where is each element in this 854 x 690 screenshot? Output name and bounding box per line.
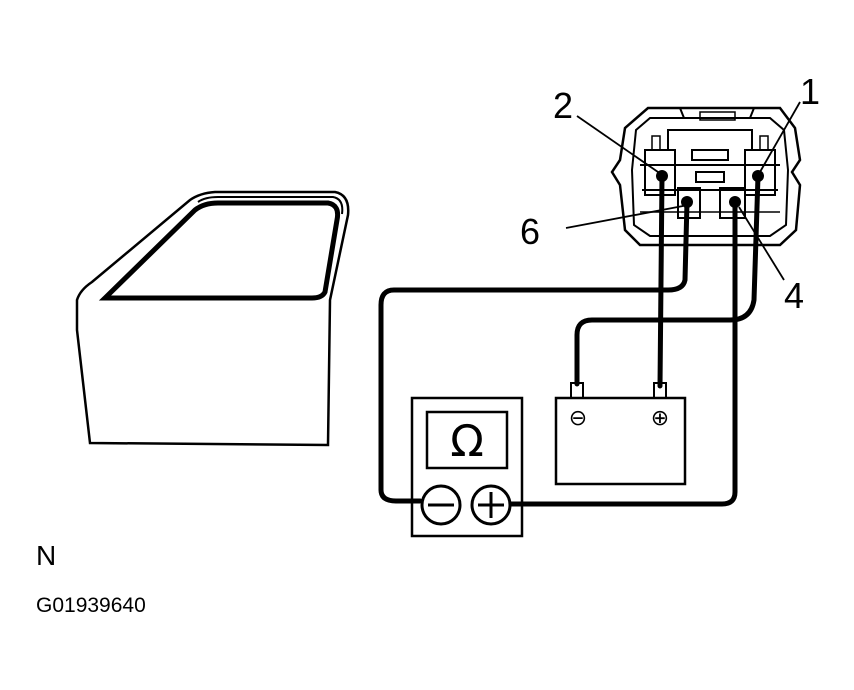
callout-pin-6: 6 [520,211,540,252]
callout-pin-2: 2 [553,85,573,126]
switch-connector-icon [610,106,802,247]
ohmmeter-icon: Ω [410,396,524,538]
battery-negative-terminal: ⊖ [569,406,587,431]
callout-pin-1: 1 [800,71,820,112]
view-code-label: N [36,540,57,571]
figure-id-label: G01939640 [36,594,146,617]
battery-positive-terminal: ⊕ [651,406,669,431]
callout-pin-4: 4 [784,275,804,316]
ohm-symbol: Ω [450,416,484,467]
battery-icon: ⊖ ⊕ [554,382,687,486]
door-icon [75,190,350,447]
wiring [378,173,761,507]
